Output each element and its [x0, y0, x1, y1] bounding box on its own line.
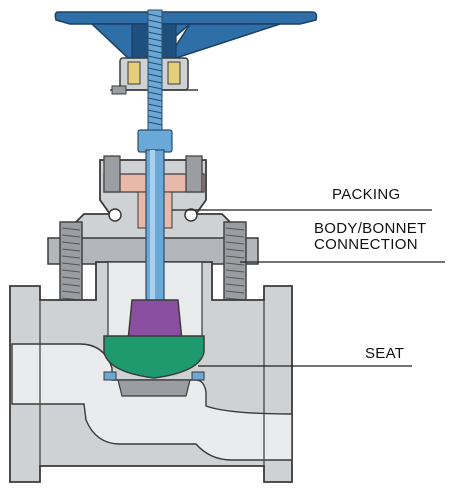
stem [137, 129, 173, 347]
handwheel [54, 11, 318, 59]
label-body-bonnet-connection: BODY/BONNET CONNECTION [314, 221, 426, 253]
label-body-bonnet-line2: CONNECTION [314, 236, 418, 253]
label-packing: PACKING [332, 186, 401, 203]
threaded-stem [147, 9, 163, 131]
leader-lines [172, 209, 445, 367]
label-seat: SEAT [365, 345, 405, 362]
disc-holder [127, 299, 183, 341]
seat-disc [103, 335, 205, 397]
label-body-bonnet-line1: BODY/BONNET [314, 220, 427, 237]
